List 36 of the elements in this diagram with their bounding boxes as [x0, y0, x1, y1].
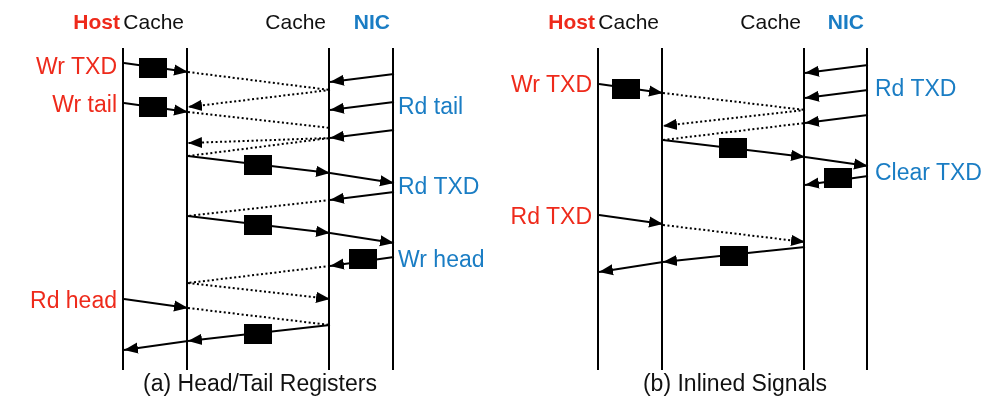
message-label: Rd tail [398, 93, 464, 119]
arrow [598, 214, 664, 228]
lifeline-header: Cache [123, 9, 184, 35]
arrow [123, 298, 189, 312]
arrow [187, 282, 331, 303]
arrow [329, 191, 395, 204]
message-label: Wr TXD [36, 53, 117, 79]
message-label: Wr TXD [511, 71, 592, 97]
lifeline-header: NIC [353, 9, 390, 35]
message-label: Wr tail [52, 91, 117, 117]
lifeline-header: NIC [827, 9, 864, 35]
arrow [329, 129, 395, 142]
message-label: Rd TXD [398, 173, 480, 199]
arrow [329, 101, 395, 114]
arrow [329, 172, 395, 187]
arrow [804, 89, 869, 102]
lifeline-header: Cache [265, 9, 326, 35]
message-label: Rd TXD [875, 75, 957, 101]
lifeline-header: Cache [740, 9, 801, 35]
lifeline-header: Host [548, 9, 595, 35]
message-label: Wr head [398, 246, 485, 272]
arrow [662, 224, 806, 246]
arrow [598, 261, 664, 276]
arrow [329, 73, 395, 86]
arrow [123, 340, 189, 354]
message-label: Rd head [30, 287, 117, 313]
lifeline-header: Cache [598, 9, 659, 35]
arrow [804, 64, 869, 77]
arrow [804, 156, 869, 170]
message-label: Clear TXD [875, 159, 982, 185]
panel-caption: (b) Inlined Signals [642, 370, 828, 396]
arrow [329, 232, 395, 247]
lifeline-header: Host [73, 9, 120, 35]
message-label: Rd TXD [510, 203, 592, 229]
panel-caption: (a) Head/Tail Registers [143, 370, 377, 396]
arrow [804, 114, 869, 127]
